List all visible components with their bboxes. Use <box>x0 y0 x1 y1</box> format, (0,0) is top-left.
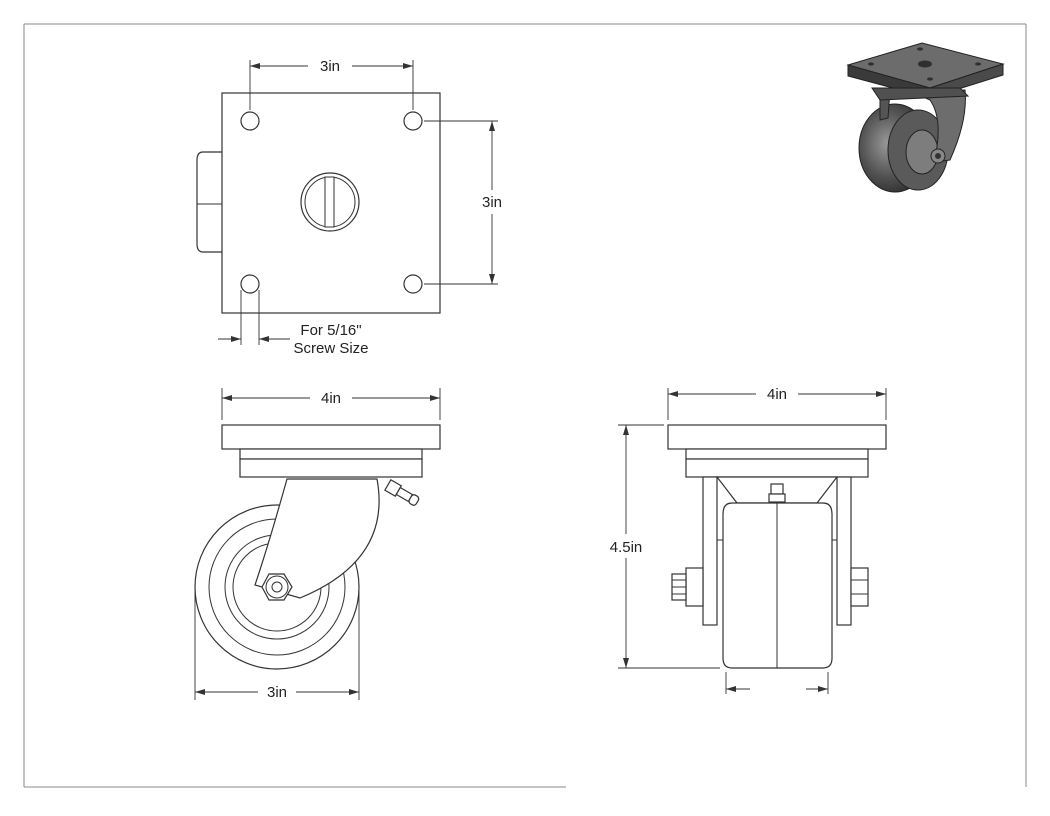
bolt-hole <box>403 274 423 294</box>
screw-note-line2: Screw Size <box>293 340 368 357</box>
wheel-width-label: 1.875in <box>752 687 801 704</box>
front-plate <box>667 424 887 450</box>
top-view: 3in 3in For 5/16" Screw Size <box>196 58 502 357</box>
swivel-body-edge <box>196 151 222 253</box>
top-width-label: 3in <box>320 58 340 75</box>
overall-height-label: 4.5in <box>610 539 643 556</box>
top-height-label: 3in <box>482 194 502 211</box>
front-plate-width-label: 4in <box>767 386 787 403</box>
bolt-hole <box>403 111 423 131</box>
screw-note-line1: For 5/16" <box>300 322 361 339</box>
sheet-border <box>23 23 1027 788</box>
fork-leg <box>254 478 380 599</box>
side-view: 4in 3in <box>194 388 441 701</box>
wheel-diameter-label: 3in <box>267 684 287 701</box>
bolt-hole <box>240 111 260 131</box>
fork-leg-left <box>702 476 718 626</box>
front-view: 4in 4.5in 1.875in <box>610 386 887 704</box>
isometric-view <box>846 42 1005 193</box>
bolt-hole <box>240 274 260 294</box>
axle-nut-left <box>685 567 704 607</box>
axle-nut-right <box>850 567 869 607</box>
side-plate-width-label: 4in <box>321 390 341 407</box>
fork-leg-right <box>836 476 852 626</box>
side-plate <box>221 424 441 450</box>
